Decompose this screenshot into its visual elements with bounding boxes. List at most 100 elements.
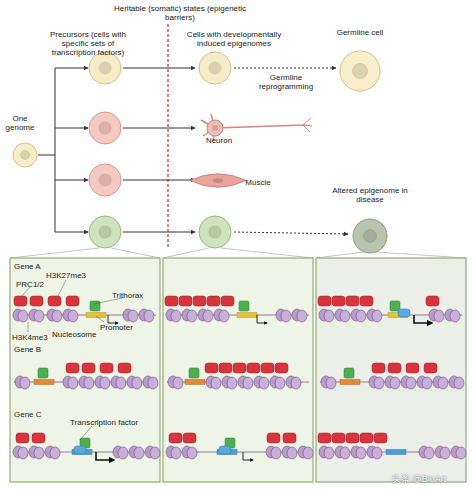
zoom-line xyxy=(10,248,99,258)
nucleosome xyxy=(134,447,144,459)
nucleosome xyxy=(456,447,466,459)
nucleosome xyxy=(18,310,28,322)
prc-complex xyxy=(118,363,131,373)
nucleosome xyxy=(438,377,448,389)
node-shape xyxy=(352,218,388,254)
trithorax xyxy=(390,301,400,311)
nucleosome xyxy=(303,447,313,459)
zoom-line xyxy=(221,248,313,258)
prc-complex xyxy=(332,296,345,306)
detail-panel xyxy=(10,258,160,482)
nucleosome xyxy=(34,447,44,459)
transcription-factor xyxy=(398,309,410,317)
zoom-line xyxy=(376,252,466,258)
cell-outline xyxy=(353,219,387,253)
nucleosome xyxy=(68,377,78,389)
nucleosome xyxy=(227,377,237,389)
node-shape xyxy=(339,50,381,92)
lineage-arrow xyxy=(55,68,88,69)
nucleosome xyxy=(148,377,158,389)
cell-nucleus xyxy=(99,226,111,238)
nucleosome xyxy=(173,377,183,389)
nucleosome xyxy=(440,447,450,459)
nucleosome xyxy=(287,447,297,459)
prc-complex xyxy=(30,296,43,306)
nucleosome xyxy=(203,310,213,322)
zoom-line xyxy=(163,248,209,258)
lineage-line xyxy=(55,68,56,232)
promoter xyxy=(386,450,406,455)
nucleosome xyxy=(219,310,229,322)
nucleosome xyxy=(271,447,281,459)
prc-complex xyxy=(16,433,29,443)
prc-complex xyxy=(261,363,274,373)
prc-complex xyxy=(318,296,331,306)
prc-complex xyxy=(207,296,220,306)
leader-line xyxy=(28,322,29,332)
nucleosome xyxy=(372,310,382,322)
prc-complex xyxy=(332,433,345,443)
gene-row xyxy=(318,433,466,459)
lineage-arrow xyxy=(55,128,88,129)
nucleosome xyxy=(50,447,60,459)
cell-body xyxy=(89,216,121,248)
lineage-arrow xyxy=(55,180,88,181)
cell-nucleus xyxy=(99,62,111,74)
prc-complex xyxy=(66,296,79,306)
nucleosome xyxy=(450,310,460,322)
differentiation-arrow xyxy=(123,232,195,233)
prc-complex xyxy=(318,433,331,443)
trithorax xyxy=(344,368,354,378)
nucleosome xyxy=(454,377,464,389)
nucleosome xyxy=(171,310,181,322)
precursor-cell xyxy=(89,112,121,144)
differentiation-arrow xyxy=(123,128,195,129)
cell-nucleus xyxy=(364,230,377,243)
transcription-factor xyxy=(219,446,231,454)
leader-line xyxy=(96,316,104,322)
zoom-line xyxy=(111,248,160,258)
nucleosome xyxy=(150,447,160,459)
prc-complex xyxy=(360,296,373,306)
prc-complex xyxy=(221,296,234,306)
nucleosome xyxy=(422,377,432,389)
prc-complex xyxy=(100,363,113,373)
nucleosome xyxy=(171,447,181,459)
prc-complex xyxy=(267,433,280,443)
epigenetic-barrier-line xyxy=(167,24,168,248)
prc-complex xyxy=(66,363,79,373)
nucleosome xyxy=(340,447,350,459)
leader-line xyxy=(58,280,66,296)
gene-name: Gene B xyxy=(14,345,41,354)
detail-panel xyxy=(316,258,466,482)
prc-complex xyxy=(219,363,232,373)
column-heading: Precursors (cells with specific sets of … xyxy=(40,30,136,57)
prc-complex xyxy=(165,296,178,306)
germline-cell: Germline cell xyxy=(339,50,381,92)
prc-complex xyxy=(14,296,27,306)
node-shape xyxy=(12,142,38,168)
nucleosome xyxy=(187,447,197,459)
nucleosome xyxy=(372,447,382,459)
nucleosome xyxy=(20,377,30,389)
nucleosome xyxy=(424,447,434,459)
watermark: 头条 @BioArt xyxy=(392,475,446,484)
nucleosome xyxy=(84,377,94,389)
node-shape xyxy=(190,173,246,188)
trithorax xyxy=(38,368,48,378)
prc-complex xyxy=(374,433,387,443)
nucleosome xyxy=(326,377,336,389)
nucleosome xyxy=(275,377,285,389)
nucleosome xyxy=(118,447,128,459)
leader-line xyxy=(80,426,92,440)
nucleosome xyxy=(116,377,126,389)
cell-nucleus xyxy=(20,150,29,159)
cell-body xyxy=(340,51,380,91)
cell-nucleus xyxy=(209,226,221,238)
cell-label: Germline cell xyxy=(335,28,385,37)
prc-complex xyxy=(283,433,296,443)
diseased-cell: Altered epigenome in disease xyxy=(352,218,388,254)
nucleosome xyxy=(281,310,291,322)
cell-body xyxy=(89,112,121,144)
germline-precursor-cell xyxy=(199,52,231,84)
